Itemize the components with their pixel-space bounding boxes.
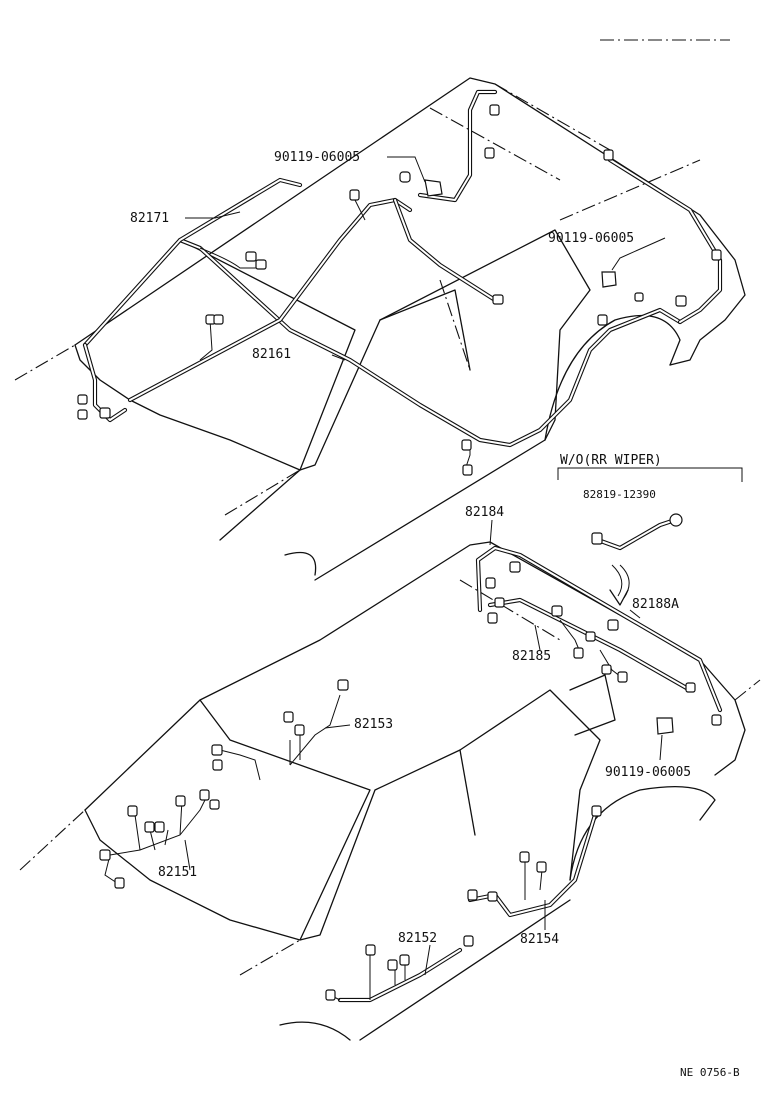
label-harness-instrument: 82153: [354, 717, 393, 732]
label-harness-rear-upper: 82188A: [632, 597, 679, 612]
label-harness-rear-lower: 82185: [512, 649, 551, 664]
label-harness-roof-front: 82171: [130, 211, 169, 226]
wire-part-shape: [591, 513, 683, 551]
label-harness-floor-left: 82152: [398, 931, 437, 946]
upper-wire-harness: [82, 89, 723, 471]
label-harness-back-door: 82184: [465, 505, 504, 520]
arrow-down-icon: [609, 564, 630, 606]
label-harness-floor-upper: 82161: [252, 347, 291, 362]
label-clip-lower: 90119-06005: [605, 765, 691, 780]
label-harness-front-left: 82151: [158, 865, 197, 880]
lower-leaders: [184, 519, 663, 976]
upper-clip-bolts: [424, 179, 617, 288]
part-labels: 90119-06005 82171 90119-06005 82161 W/O(…: [130, 150, 740, 1079]
variant-bracket: [557, 467, 743, 482]
label-clip-upper-left: 90119-06005: [274, 150, 360, 165]
lower-clip-bolts: [656, 717, 674, 735]
label-clip-upper-right: 90119-06005: [548, 231, 634, 246]
upper-vehicle-outline: [14, 39, 746, 581]
label-wire-part: 82819-12390: [583, 488, 656, 501]
upper-connectors: [77, 104, 722, 476]
label-harness-floor-right: 82154: [520, 932, 559, 947]
upper-leaders: [185, 156, 666, 361]
label-variant-note: W/O(RR WIPER): [560, 453, 662, 468]
lower-connectors: [99, 561, 722, 1001]
label-figure-code: NE 0756-B: [680, 1066, 740, 1079]
